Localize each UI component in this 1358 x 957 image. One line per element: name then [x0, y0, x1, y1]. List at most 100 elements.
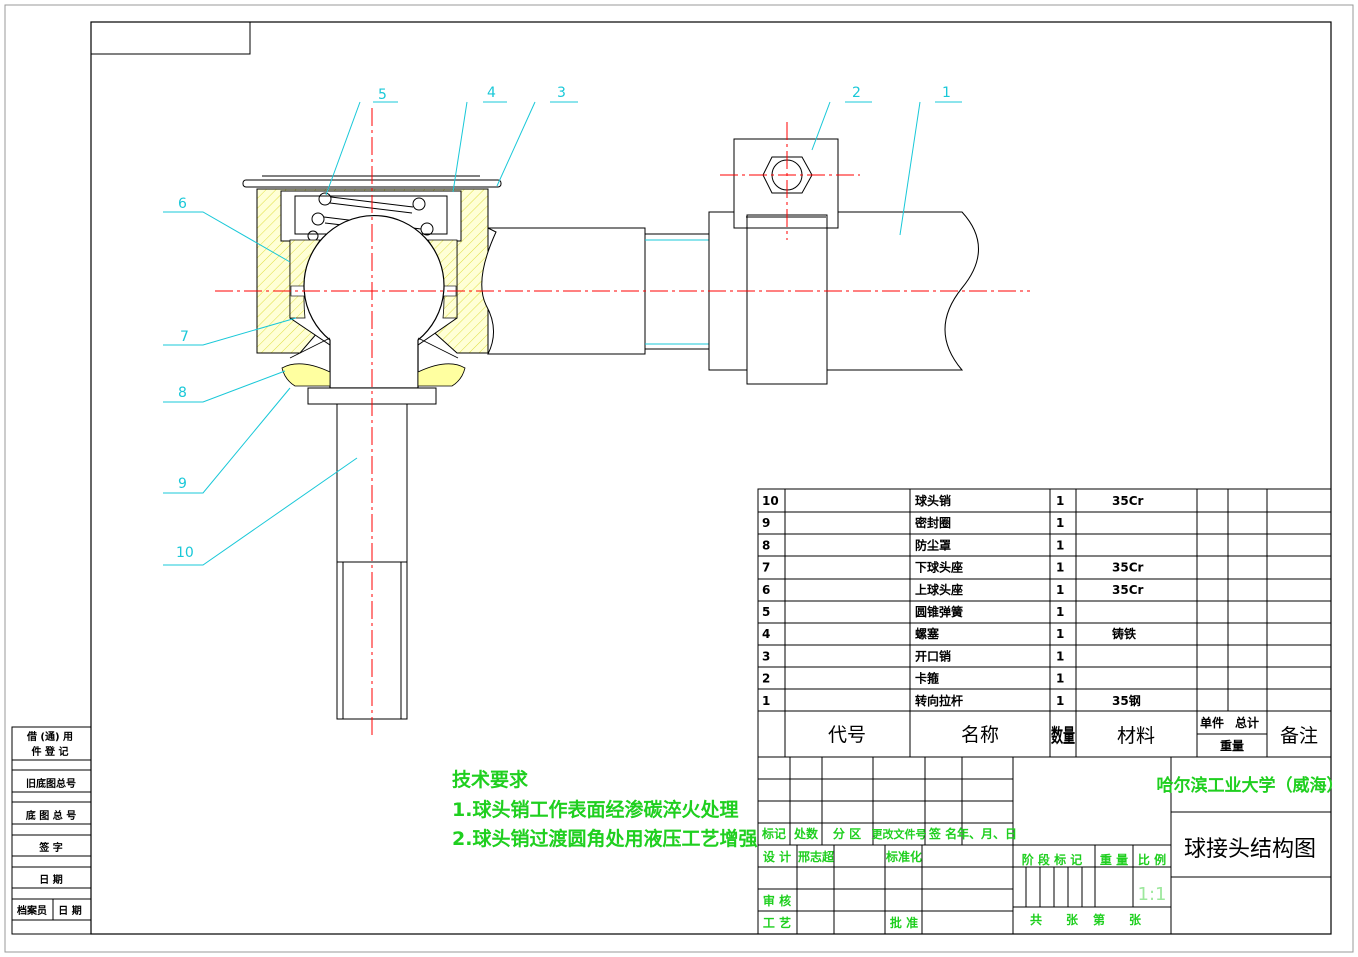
bom-header-unit: 单件 — [1200, 715, 1224, 730]
bom-row-no: 5 — [762, 605, 770, 619]
bom-row-name: 开口销 — [915, 648, 951, 663]
bom-header-material: 材料 — [1117, 725, 1155, 747]
bom-row-name: 防尘罩 — [915, 537, 951, 552]
tb-scale-value: 1:1 — [1138, 884, 1167, 905]
callout-3: 3 — [557, 85, 566, 101]
bom-row-no: 4 — [762, 627, 770, 641]
bom-row-qty: 1 — [1056, 494, 1064, 508]
bom-row-name: 上球头座 — [915, 582, 963, 597]
bom-row-no: 10 — [762, 494, 779, 508]
strip-signature: 签 字 — [38, 841, 62, 854]
strip-borrow-2: 件 登 记 — [32, 745, 69, 758]
bom-row-material: 35Cr — [1112, 561, 1144, 575]
bom-row-material: 35Cr — [1112, 583, 1144, 597]
bom-row-name: 圆锥弹簧 — [915, 604, 963, 619]
tech-requirements: 技术要求 1.球头销工作表面经渗碳淬火处理 2.球头销过渡圆角处用液压工艺增强 — [452, 768, 757, 850]
tb-review: 审 核 — [763, 893, 791, 908]
bom-row-name: 转向拉杆 — [915, 693, 963, 708]
callout-9: 9 — [178, 476, 187, 492]
bom-header-weight: 重量 — [1220, 738, 1244, 753]
bom-row-qty: 1 — [1056, 561, 1064, 575]
strip-base-no: 底 图 总 号 — [26, 809, 76, 822]
ball-head — [303, 214, 445, 389]
tie-rod — [481, 211, 979, 385]
leader-lines — [163, 101, 962, 566]
bom-row-qty: 1 — [1056, 649, 1064, 663]
bom-row-qty: 1 — [1056, 516, 1064, 530]
bom-header: 代号 名称 数量 材料 单件 总计 重量 备注 — [828, 715, 1318, 753]
tb-process: 工 艺 — [763, 915, 791, 930]
bom-row-qty: 1 — [1056, 605, 1064, 619]
strip-archivist-date: 日 期 — [58, 904, 81, 917]
bom-row-qty: 1 — [1056, 672, 1064, 686]
tb-design: 设 计 — [763, 849, 791, 864]
bom-rows: 10 球头销 1 35Cr 9 密封圈 1 8 防尘罩 1 7 下球头座 1 35Cr 6 上球头座 1 35Cr… — [762, 493, 1144, 708]
tb-approve: 批 准 — [890, 915, 918, 930]
bom-row-name: 球头销 — [915, 493, 951, 508]
bom-row-qty: 1 — [1056, 538, 1064, 552]
tb-sign: 签 名 — [928, 826, 957, 841]
bom-header-name: 名称 — [961, 724, 999, 746]
callout-7: 7 — [180, 329, 189, 345]
tech-item-1: 1.球头销工作表面经渗碳淬火处理 — [452, 798, 738, 821]
tb-sheet-unit2: 张 — [1129, 912, 1142, 927]
bom-row-no: 3 — [762, 649, 770, 663]
tech-title: 技术要求 — [452, 768, 529, 791]
tb-mark: 标记 — [761, 826, 786, 841]
clamp — [733, 138, 839, 229]
tb-designer: 邢志超 — [798, 849, 835, 864]
tb-standard: 标准化 — [885, 849, 922, 864]
tb-school: 哈尔滨工业大学（威海） — [1157, 775, 1344, 796]
bom-row-material: 铸铁 — [1112, 626, 1136, 641]
bom-row-name: 卡箍 — [915, 671, 939, 686]
bom-row-qty: 1 — [1056, 627, 1064, 641]
callout-2: 2 — [852, 85, 861, 101]
tb-zone: 分 区 — [833, 826, 861, 841]
bom-header-remark: 备注 — [1280, 725, 1318, 747]
title-block-labels: 标记 处数 分 区 更改文件号 签 名 年、月、日 设 计 邢志超 标准化 审 … — [761, 775, 1344, 930]
left-info-strip — [11, 726, 92, 935]
bom-row-name: 螺塞 — [915, 626, 940, 641]
bom-header-code: 代号 — [828, 724, 866, 746]
callout-numbers: 1 2 3 4 5 6 7 8 9 10 — [176, 85, 951, 561]
callout-10: 10 — [176, 545, 194, 561]
bom-row-no: 9 — [762, 516, 770, 530]
tb-sheet-no: 第 — [1093, 912, 1105, 927]
strip-date: 日 期 — [39, 873, 62, 886]
tb-sheets-total: 共 — [1030, 912, 1042, 927]
bom-row-qty: 1 — [1056, 583, 1064, 597]
tech-item-2: 2.球头销过渡圆角处用液压工艺增强 — [452, 827, 757, 850]
left-strip-labels: 借 (通) 用 件 登 记 旧底图总号 底 图 总 号 签 字 日 期 档案员 … — [16, 730, 82, 917]
bom-table-grid — [757, 488, 1332, 758]
dust-cover — [281, 337, 466, 387]
bom-row-name: 下球头座 — [915, 560, 963, 575]
bom-row-material: 35钢 — [1112, 693, 1141, 708]
tb-stage-mark: 阶 段 标 记 — [1022, 852, 1083, 867]
callout-1: 1 — [942, 85, 951, 101]
bom-row-no: 6 — [762, 583, 770, 597]
bom-header-qty: 数量 — [1051, 724, 1075, 747]
callout-6: 6 — [178, 196, 187, 212]
tb-weight: 重 量 — [1100, 852, 1128, 867]
bom-row-name: 密封圈 — [915, 515, 951, 530]
bom-row-no: 8 — [762, 538, 770, 552]
tb-count: 处数 — [793, 826, 819, 841]
callout-8: 8 — [178, 385, 187, 401]
bom-row-qty: 1 — [1056, 694, 1064, 708]
strip-borrow-1: 借 (通) 用 — [26, 730, 73, 743]
center-lines — [215, 108, 1030, 735]
bom-row-no: 1 — [762, 694, 770, 708]
tb-change-doc: 更改文件号 — [872, 827, 927, 841]
bom-row-no: 2 — [762, 672, 770, 686]
callout-4: 4 — [487, 85, 496, 101]
tb-scale: 比 例 — [1138, 852, 1166, 867]
bom-header-total: 总计 — [1235, 715, 1259, 730]
tb-sheets-unit: 张 — [1066, 912, 1079, 927]
tb-date: 年、月、日 — [957, 826, 1017, 841]
title-block-grid — [757, 756, 1332, 935]
bom-row-no: 7 — [762, 561, 770, 575]
bom-row-material: 35Cr — [1112, 494, 1144, 508]
sheet-border — [4, 4, 1354, 953]
callout-5: 5 — [378, 87, 387, 103]
